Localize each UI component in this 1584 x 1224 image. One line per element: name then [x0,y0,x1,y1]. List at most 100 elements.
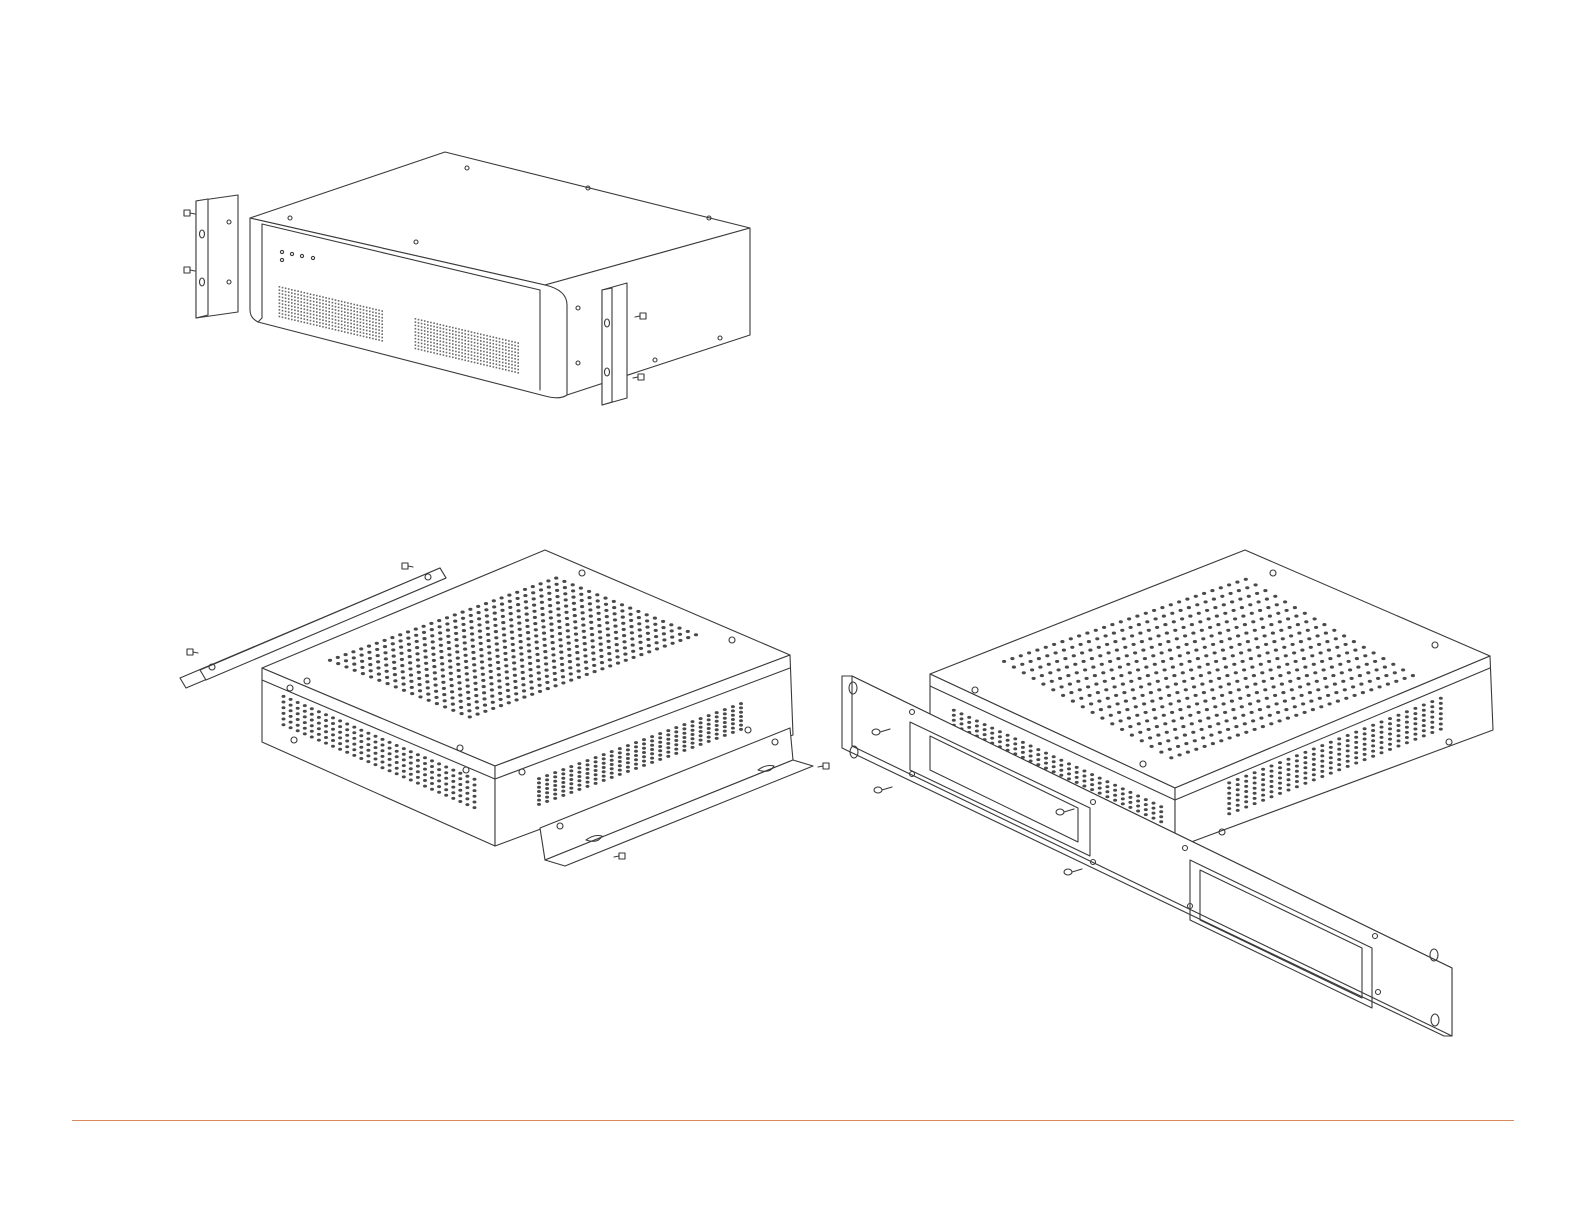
vent-slot [424,320,426,322]
perforation-hole [515,698,519,701]
perforation-hole [626,753,630,756]
vent-slot [378,319,380,321]
perforation-hole [1227,812,1231,815]
perforation-hole [430,634,434,637]
perforation-hole [303,715,307,718]
perforation-hole [331,739,335,742]
perforation-hole [473,682,477,685]
perforation-hole [723,717,727,720]
perforation-hole [1371,755,1375,758]
perforation-hole [1089,702,1093,705]
perforation-hole [361,672,365,675]
perforation-hole [1124,700,1128,703]
vent-slot [483,338,485,340]
vent-slot [341,321,343,323]
perforation-hole [465,797,469,800]
perforation-hole [1329,746,1333,749]
perforation-hole [1293,606,1297,609]
perforation-hole [634,745,638,748]
perforation-hole [415,646,419,649]
perforation-hole [1430,731,1434,734]
vent-slot [360,315,362,317]
perforation-hole [541,619,545,622]
vent-slot [474,355,476,357]
perforation-hole [616,655,620,658]
perforation-hole [1267,660,1271,663]
perforation-hole [1207,617,1211,620]
vent-slot [350,303,352,305]
perforation-hole [739,711,743,714]
perforation-hole [1287,768,1291,771]
vent-slot [517,362,519,364]
vent-slot [325,327,327,329]
vent-slot [455,338,457,340]
vent-slot [421,346,423,348]
perforation-hole [1152,817,1156,820]
perforation-hole [451,709,455,712]
vent-slot [496,344,498,346]
perforation-hole [1236,783,1240,786]
vent-slot [421,349,423,351]
vent-slot [477,339,479,341]
perforation-hole [1075,776,1079,779]
perforation-hole [658,736,662,739]
perforation-hole [1138,677,1142,680]
perforation-hole [623,653,627,656]
vent-slot [427,338,429,340]
vent-slot [508,353,510,355]
perforation-hole [559,651,563,654]
perforation-hole [561,768,565,771]
perforation-hole [1253,728,1257,731]
perforation-hole [1354,751,1358,754]
perforation-hole [504,658,508,661]
perforation-hole [1181,671,1185,674]
perforation-hole [1287,763,1291,766]
perforation-hole [1376,677,1380,680]
perforation-hole [422,631,426,634]
perforation-hole [1244,775,1248,778]
perforation-hole [414,628,418,631]
perforation-hole [482,691,486,694]
perforation-hole [1113,794,1117,797]
perforation-hole [1294,714,1298,717]
perforation-hole [1346,755,1350,758]
perforation-hole [490,688,494,691]
perforation-hole [1210,634,1214,637]
vent-slot [458,332,460,334]
perforation-hole [614,631,618,634]
vent-slot [344,325,346,327]
vent-slot [282,303,284,305]
vent-slot [328,304,330,306]
perforation-hole [1295,785,1299,788]
perforation-hole [1422,729,1426,732]
perforation-hole [1215,615,1219,618]
perforation-hole [1119,719,1123,722]
vent-slot [291,315,293,317]
vent-slot [282,313,284,315]
perforation-hole [554,684,558,687]
perforation-hole [1180,717,1184,720]
vent-slot [310,320,312,322]
perforation-hole [573,620,577,623]
perforation-hole [1253,771,1257,774]
perforation-hole [564,605,568,608]
perforation-hole [490,695,494,698]
perforation-hole [338,742,342,745]
perforation-hole [431,653,435,656]
vent-slot [363,329,365,331]
perforation-hole [1109,714,1113,717]
perforation-hole [1278,777,1282,780]
perforation-hole [967,716,971,719]
vent-slot [427,351,429,353]
perforation-hole [707,736,711,739]
perforation-hole [1037,657,1041,660]
perforation-hole [602,753,606,756]
vent-slot [325,310,327,312]
perforation-hole [352,754,356,757]
perforation-hole [437,768,441,771]
vent-slot [297,294,299,296]
perforation-hole [654,629,658,632]
perforation-hole [1159,815,1163,818]
vent-slot [461,336,463,338]
perforation-hole [1047,663,1051,666]
